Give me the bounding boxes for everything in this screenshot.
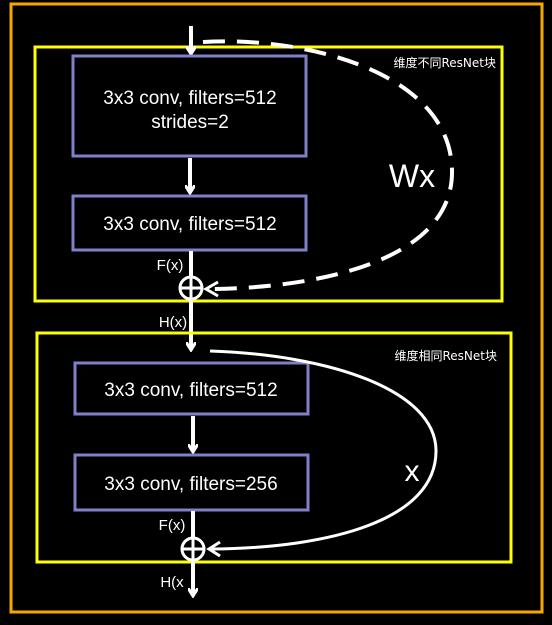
shortcut-dashed-arrowhead	[203, 280, 219, 298]
hx-label-1: H(x)	[159, 314, 187, 331]
circle-plus-icon	[180, 536, 206, 562]
shortcut-solid-x	[209, 349, 438, 551]
conv-label-strides: 3x3 conv, filters=512	[103, 88, 276, 109]
conv-box-512-a	[71, 194, 308, 252]
conv-box-strides	[71, 54, 308, 158]
conv-box-512-b	[73, 361, 310, 416]
circle-plus-icon	[178, 275, 204, 301]
block-frame-different-dims	[33, 45, 504, 303]
conv-label-512-b: 3x3 conv, filters=512	[104, 380, 277, 401]
conv-box-256	[73, 453, 310, 512]
block-frame-same-dims	[35, 331, 513, 564]
shortcut-label-wx: Wx	[389, 158, 435, 194]
outer-frame	[9, 2, 544, 614]
fx-label-1: F(x)	[157, 257, 184, 274]
conv-label-512-a: 3x3 conv, filters=512	[103, 214, 276, 235]
shortcut-solid-arrowhead	[206, 540, 221, 558]
hx-label-2: H(x	[160, 574, 184, 591]
conv-label-256: 3x3 conv, filters=256	[104, 474, 277, 495]
shortcut-dashed-wx	[202, 39, 455, 291]
conv-label-strides-line2: strides=2	[151, 112, 229, 133]
fx-label-2: F(x)	[159, 517, 186, 534]
block-label-same-dims: 维度相同ResNet块	[395, 348, 498, 363]
shortcut-label-x: x	[405, 455, 420, 488]
block-label-different-dims: 维度不同ResNet块	[394, 55, 497, 70]
